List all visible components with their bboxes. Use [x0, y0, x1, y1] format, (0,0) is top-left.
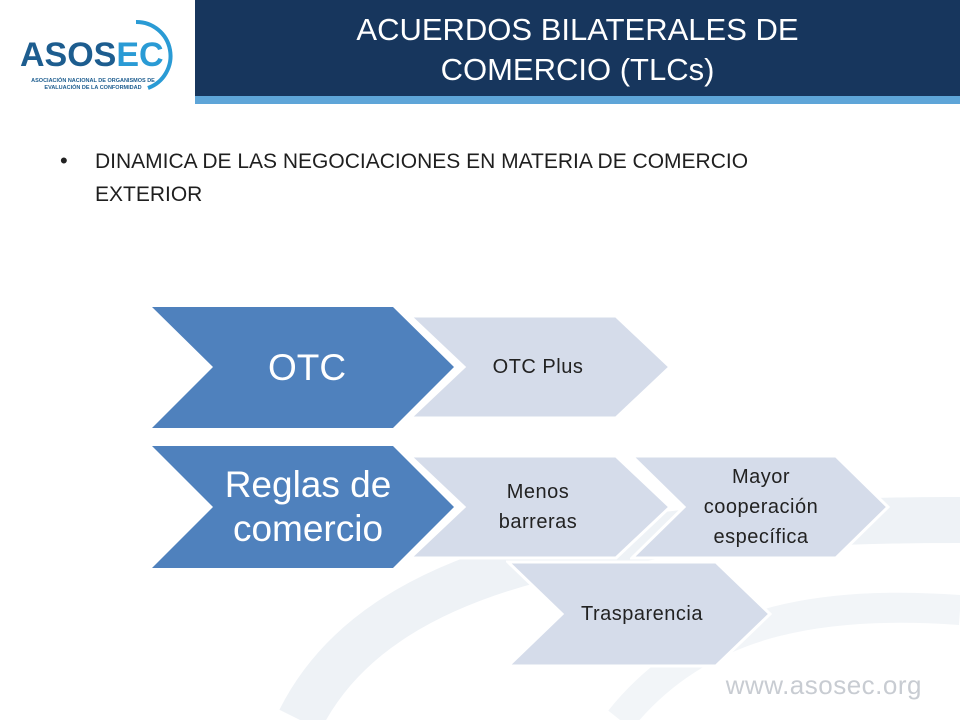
chevron-otc: OTC — [152, 307, 454, 428]
page-title-line-2: COMERCIO (TLCs) — [440, 52, 715, 87]
reglas-de-comercio-label: Reglas de comercio — [225, 463, 392, 551]
reglas-de-comercio-line-1: Reglas de — [224, 464, 392, 505]
mayor-cooperacion-line-1: Mayor — [731, 466, 791, 488]
menos-barreras-line-1: Menos — [506, 481, 570, 503]
chevron-reglas-de-comercio: Reglas de comercio — [152, 446, 454, 568]
otc-label: OTC — [267, 346, 347, 388]
logo-arc-icon — [135, 19, 173, 90]
menos-barreras-line-2: barreras — [498, 511, 578, 533]
logo-subtitle: ASOCIACIÓN NACIONAL DE ORGANISMOS DE EVA… — [31, 78, 155, 91]
logo-text-dark: ASOS — [20, 36, 117, 74]
otc-plus-label: OTC Plus — [492, 356, 584, 378]
chevron-trasparencia: Trasparencia — [506, 560, 772, 668]
chevron-otc-plus: OTC Plus — [408, 314, 672, 420]
chevron-mayor-cooperacion: Mayor cooperación específica — [630, 454, 890, 560]
bullet-icon: • — [60, 148, 68, 173]
chevron-menos-barreras: Menos barreras — [408, 454, 672, 560]
page-title-line-1: ACUERDOS BILATERALES DE — [356, 12, 799, 47]
reglas-de-comercio-line-2: comercio — [232, 508, 384, 549]
header-bar — [195, 0, 960, 96]
logo-wordmark: ASOSEC — [20, 36, 164, 75]
header-accent-strip — [195, 96, 960, 104]
mayor-cooperacion-line-2: cooperación — [703, 496, 819, 518]
menos-barreras-label: Menos barreras — [499, 477, 577, 537]
mayor-cooperacion-label: Mayor cooperación específica — [704, 462, 818, 552]
bullet-text: DINAMICA DE LAS NEGOCIACIONES EN MATERIA… — [95, 150, 749, 206]
mayor-cooperacion-line-3: específica — [713, 526, 809, 548]
trasparencia-label: Trasparencia — [581, 603, 703, 625]
page-title: ACUERDOS BILATERALES DE COMERCIO (TLCs) — [195, 10, 960, 90]
logo: ASOSEC ASOCIACIÓN NACIONAL DE ORGANISMOS… — [0, 0, 195, 104]
website-url: www.asosec.org — [725, 670, 922, 700]
logo-text-accent: EC — [116, 36, 164, 74]
